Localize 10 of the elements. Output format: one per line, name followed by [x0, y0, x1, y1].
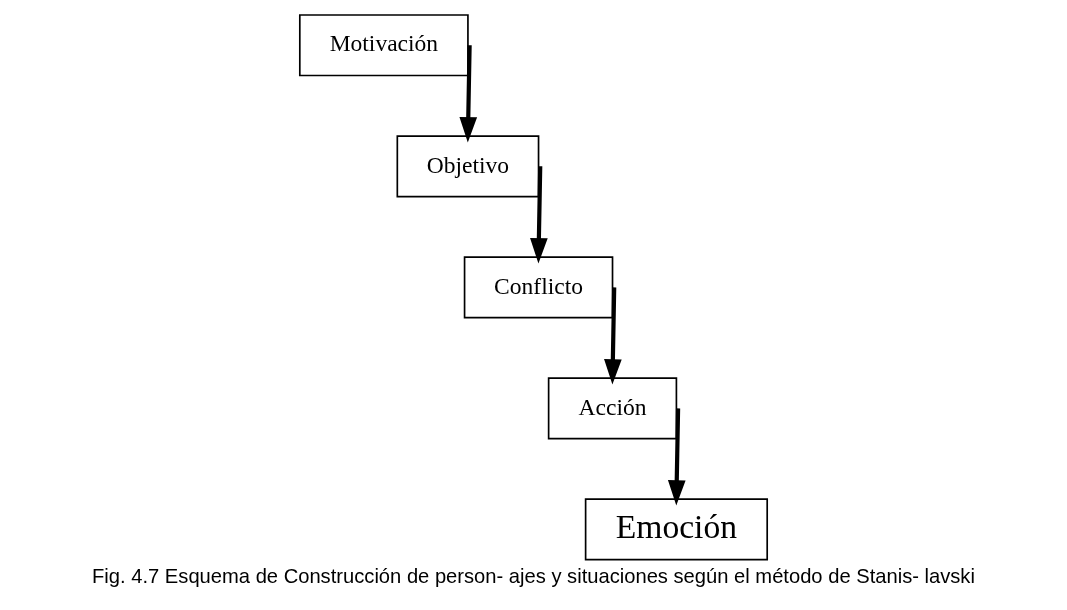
- caption: Fig. 4.7 Esquema de Construcción de person- ajes y situaciones según el método de Stanis- lavski: [92, 564, 975, 587]
- arrow: [530, 166, 548, 264]
- node-box: Objetivo: [396, 135, 540, 198]
- node-box: Emoción: [584, 498, 769, 561]
- arrow: [604, 287, 622, 385]
- node-box: Acción: [547, 377, 678, 440]
- arrow: [459, 45, 478, 143]
- node-box: Conflicto: [463, 256, 614, 319]
- node-box: Motivación: [298, 14, 469, 77]
- arrow: [667, 408, 686, 506]
